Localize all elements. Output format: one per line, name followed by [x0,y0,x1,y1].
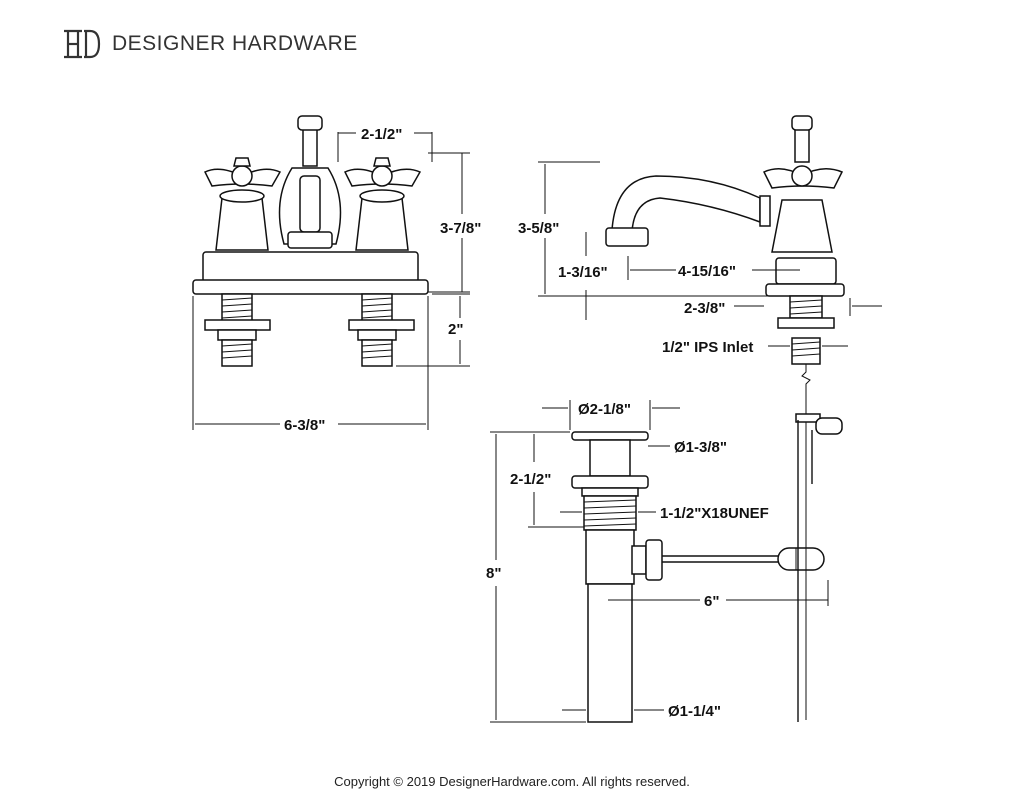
dim-handle-spacing: 2-1/2" [361,126,402,143]
dim-total-height: 8" [486,565,501,582]
faucet-front-view: 2-1/2" 3-7/8" 2" 6-3/8" [192,115,481,434]
dim-spout-clearance: 1-3/16" [558,264,608,281]
dim-stopper-diameter: Ø1-3/8" [674,439,727,456]
dim-tailpiece-diameter: Ø1-1/4" [668,703,721,720]
dim-width: 6-3/8" [284,417,325,434]
dim-thread: 1-1/2"X18UNEF [660,505,769,522]
brand-name: DESIGNER HARDWARE [112,32,358,55]
dim-flange-diameter: Ø2-1/8" [578,401,631,418]
dim-base-depth: 2-3/8" [684,300,725,317]
dim-lift-rod: 6" [704,593,719,610]
dim-height: 3-7/8" [440,220,481,237]
dim-spout-height: 3-5/8" [518,220,559,237]
dh-monogram-icon [64,29,101,59]
dim-shank: 2" [448,321,463,338]
faucet-side-view: 3-5/8" 1-3/16" 4-15/16" 2-3/8" 1/2" IPS … [518,115,882,720]
copyright-footer: Copyright © 2019 DesignerHardware.com. A… [334,774,690,789]
inlet-label: 1/2" IPS Inlet [662,339,753,356]
drain-assembly-view: Ø2-1/8" Ø1-3/8" 2-1/2" 1-1/2"X18UNEF 8" … [486,400,843,723]
dim-flange-height: 2-1/2" [510,471,551,488]
header: DESIGNER HARDWARE [62,26,358,62]
dim-spout-reach: 4-15/16" [678,263,736,280]
